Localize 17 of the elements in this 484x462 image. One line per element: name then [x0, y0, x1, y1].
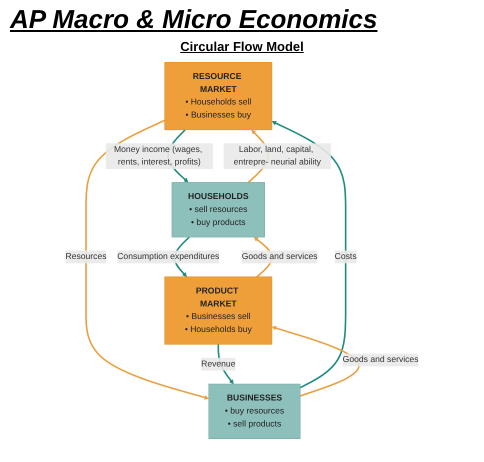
node-box: HOUSEHOLDS • sell resources • buy products — [172, 182, 265, 238]
title: AP Macro & Micro Economics — [10, 4, 378, 35]
node-box: BUSINESSES • buy resources • sell products — [208, 384, 300, 439]
edge-label: Resources — [66, 252, 107, 262]
node-box: RESOURCE MARKET • Households sell • Businesses buy — [164, 62, 272, 130]
subtitle: Circular Flow Model — [179, 39, 305, 54]
edge-label: Consumption expenditures — [117, 252, 220, 262]
edge-label: Costs — [334, 252, 357, 262]
node-box: PRODUCT MARKET • Businesses sell • Households buy — [164, 276, 272, 345]
edge-label: Revenue — [201, 359, 236, 368]
arrow — [272, 121, 346, 388]
arrow — [272, 326, 360, 397]
edge-label: Labor, land, capital, entrepre- neurial ability — [234, 144, 321, 167]
edge-label: Goods and services — [342, 355, 418, 364]
edge-label: Goods and services — [242, 252, 318, 262]
edge-label: Money income (wages, rents, interest, profits) — [114, 144, 202, 167]
arrow — [85, 120, 209, 400]
